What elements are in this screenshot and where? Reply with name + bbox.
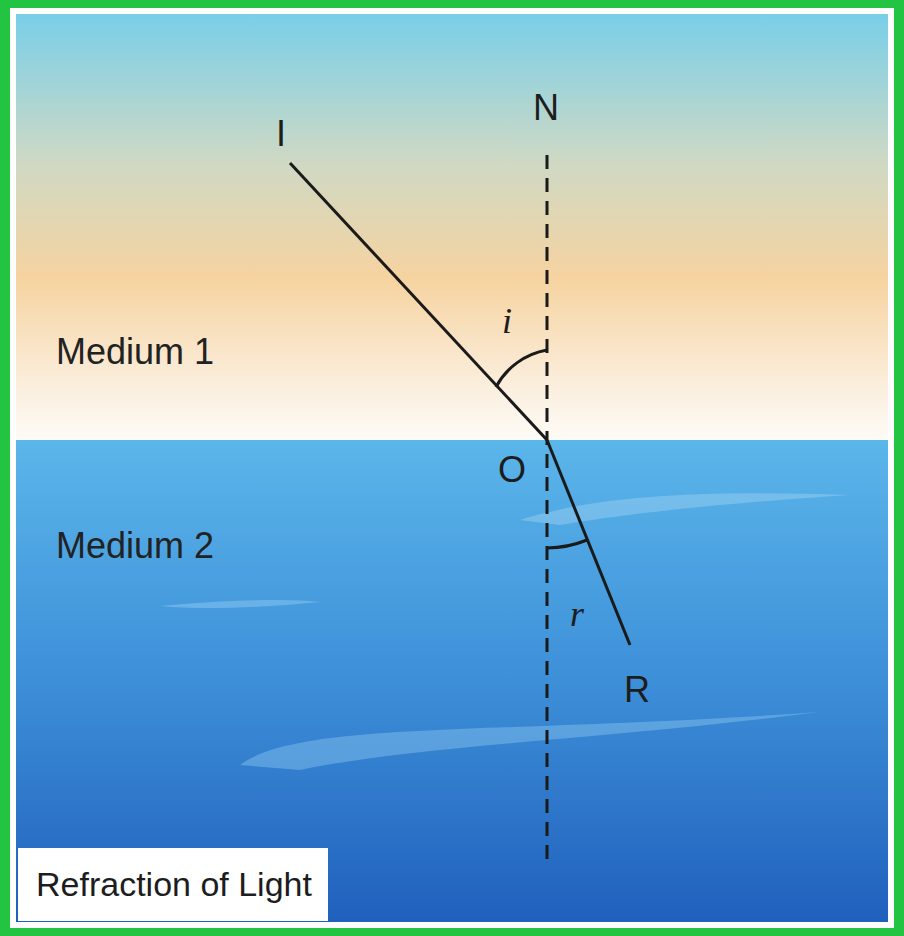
- angle-arc: [496, 350, 547, 387]
- caption-box: Refraction of Light: [18, 848, 328, 921]
- medium-band: Medium 1: [16, 14, 888, 440]
- point-label: O: [498, 452, 526, 488]
- angle-label: i: [502, 303, 512, 339]
- angle-label: r: [570, 596, 584, 632]
- medium-2-band: [16, 440, 888, 922]
- normal-line: [546, 155, 549, 862]
- point-label: R: [624, 672, 650, 708]
- water-streak: [240, 712, 820, 770]
- point-label: I: [276, 116, 286, 152]
- incident-ray: [290, 163, 547, 440]
- medium-label: Medium 1: [56, 334, 214, 370]
- medium-label: Medium 2: [56, 528, 214, 564]
- water-streak: [160, 600, 320, 608]
- angle-arc: [547, 540, 587, 548]
- refracted-ray: [547, 440, 630, 645]
- point-label: N: [533, 90, 559, 126]
- white-frame: [10, 8, 894, 928]
- medium-1-band: [16, 14, 888, 440]
